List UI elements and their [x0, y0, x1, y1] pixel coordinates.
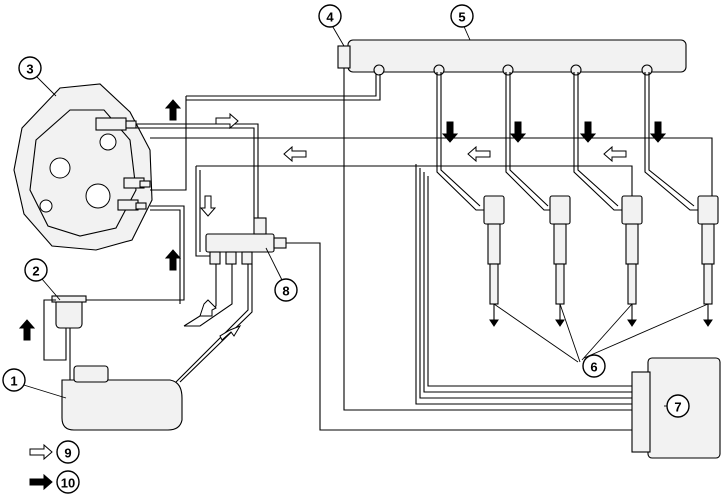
callout-1: 1	[2, 368, 26, 392]
injector-1	[483, 195, 505, 327]
fuel-filter	[51, 295, 87, 329]
solid-arrow-icon	[29, 473, 53, 491]
callout-6: 6	[582, 354, 606, 378]
svg-text:7: 7	[674, 400, 681, 415]
svg-text:1: 1	[10, 374, 17, 389]
callout-4: 4	[318, 4, 342, 28]
injectors	[483, 195, 719, 327]
callout-8: 8	[274, 278, 298, 302]
callout-10: 10	[56, 470, 80, 494]
legend	[29, 443, 53, 491]
svg-text:2: 2	[32, 264, 39, 279]
fuel-lines	[43, 68, 713, 431]
hollow-arrow-icon	[29, 443, 53, 461]
injector-2	[549, 195, 571, 327]
callout-3: 3	[18, 56, 42, 80]
callout-9: 9	[56, 440, 80, 464]
svg-text:10: 10	[61, 476, 75, 491]
callout-5: 5	[450, 4, 474, 28]
svg-text:6: 6	[590, 360, 597, 375]
return-manifold	[205, 217, 287, 265]
fuel-tank	[61, 365, 183, 431]
fuel-rail	[337, 39, 687, 76]
svg-text:9: 9	[64, 446, 71, 461]
injector-4	[697, 195, 719, 327]
svg-text:4: 4	[326, 10, 334, 25]
callout-2: 2	[24, 258, 48, 282]
flow-arrows	[18, 99, 667, 341]
svg-text:3: 3	[26, 62, 33, 77]
high-pressure-pump	[13, 83, 153, 251]
svg-text:8: 8	[282, 284, 289, 299]
callout-7: 7	[666, 394, 690, 418]
svg-text:5: 5	[458, 10, 465, 25]
injector-3	[621, 195, 643, 327]
